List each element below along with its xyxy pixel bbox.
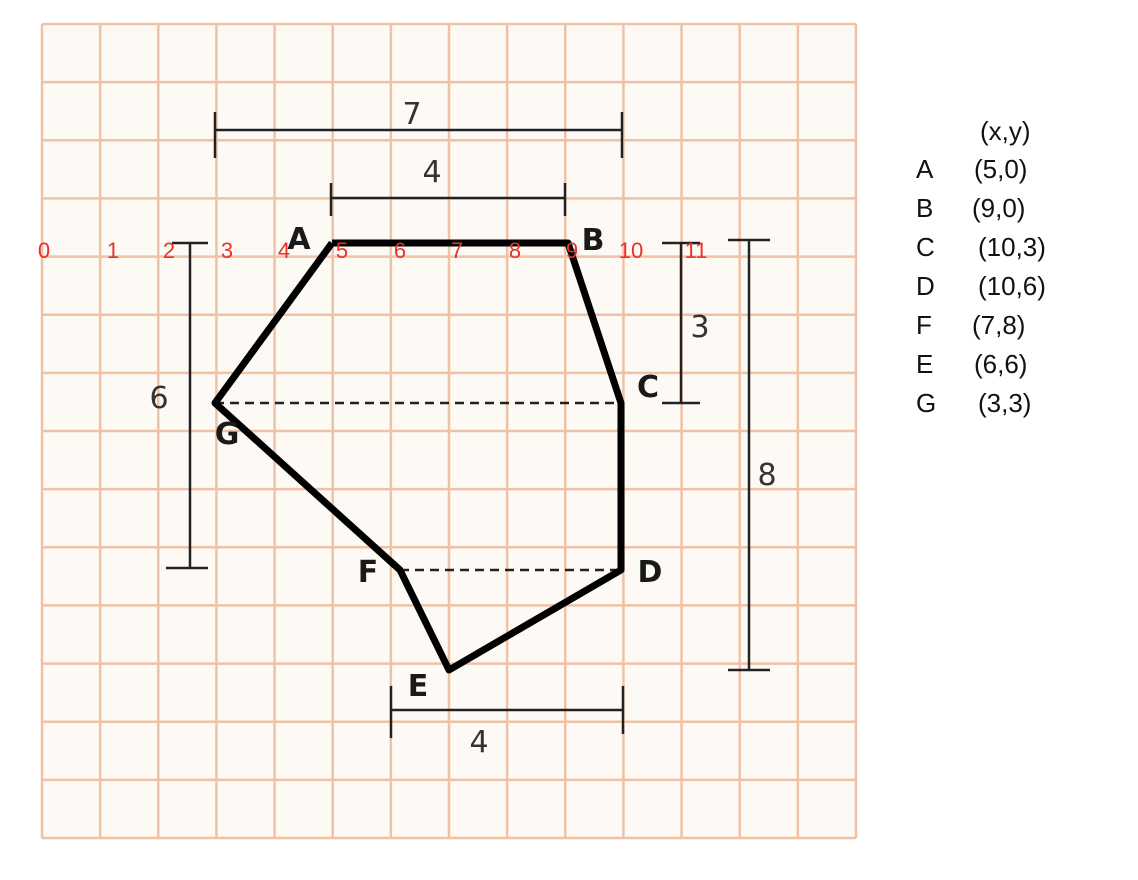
grid-lines <box>40 22 858 840</box>
coordinate-row-value: (5,0) <box>974 154 1028 184</box>
dim-label-bottom: 4 <box>469 725 488 760</box>
axis-number: 3 <box>221 238 233 263</box>
coordinate-row-name: D <box>916 271 935 301</box>
axis-number: 9 <box>566 238 578 263</box>
dim-label-right-short: 3 <box>690 310 709 345</box>
vertex-label-b: B <box>582 223 605 258</box>
axis-number: 8 <box>509 238 521 263</box>
coordinate-row-value: (6,6) <box>974 349 1028 379</box>
axis-number: 1 <box>107 238 119 263</box>
coordinate-row-value: (10,3) <box>978 232 1046 262</box>
polygon-outline <box>211 239 625 674</box>
vertex-label-g: G <box>215 417 240 452</box>
coordinate-row-value: (9,0) <box>972 193 1026 223</box>
axis-number: 4 <box>278 238 290 263</box>
axis-number: 2 <box>163 238 175 263</box>
dim-label-top-narrow: 4 <box>422 155 441 190</box>
coordinate-row-name: A <box>916 154 934 184</box>
axis-number: 0 <box>38 238 50 263</box>
dim-label-top-wide: 7 <box>402 97 421 132</box>
coordinate-row-name: C <box>916 232 935 262</box>
coordinate-row-value: (3,3) <box>978 388 1032 418</box>
vertex-label-e: E <box>408 669 429 704</box>
x-axis-numbers: 0 1 2 3 4 5 6 7 8 9 10 11 <box>38 238 708 263</box>
vertex-label-d: D <box>638 555 663 590</box>
axis-number: 5 <box>336 238 348 263</box>
coordinate-row-value: (10,6) <box>978 271 1046 301</box>
axis-number: 7 <box>451 238 463 263</box>
dim-label-right-tall: 8 <box>757 458 776 493</box>
axis-number: 10 <box>619 238 643 263</box>
coordinate-row-name: E <box>916 349 934 379</box>
coordinate-row-name: G <box>916 388 937 418</box>
coordinate-row-name: F <box>916 310 932 340</box>
axis-number: 6 <box>394 238 406 263</box>
vertex-label-f: F <box>358 555 379 590</box>
vertex-label-c: C <box>637 370 659 405</box>
coordinate-row-value: (7,8) <box>972 310 1026 340</box>
coordinate-row-name: B <box>916 193 934 223</box>
dim-label-left: 6 <box>149 381 168 416</box>
coordinate-table-header: (x,y) <box>980 116 1031 146</box>
vertex-label-a: A <box>287 222 311 257</box>
axis-number: 11 <box>685 238 708 263</box>
